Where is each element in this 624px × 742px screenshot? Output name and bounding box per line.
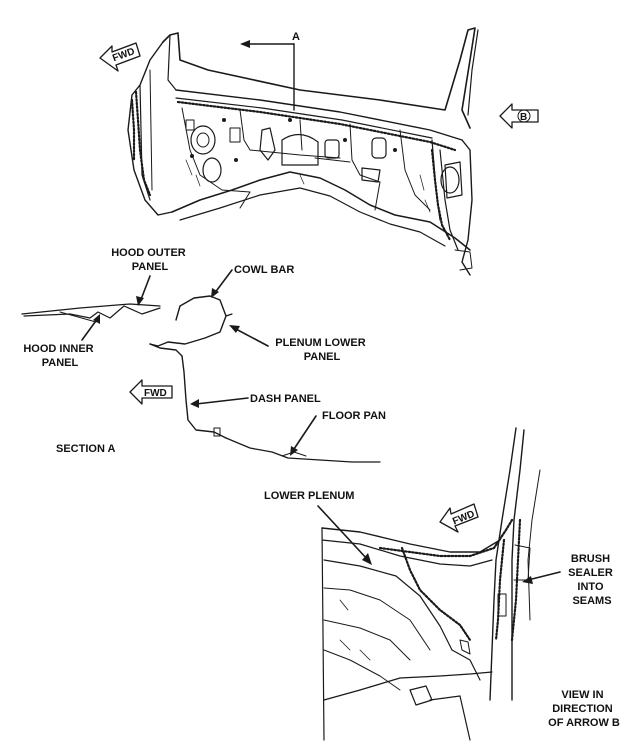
brush-sealer-leader — [522, 571, 561, 584]
section-a-arrow-label: A — [292, 31, 300, 43]
brush-sealer-label: BRUSH SEALER INTO SEAMS — [568, 553, 616, 607]
arrow-b-label: B — [520, 112, 527, 123]
fwd-arrow-section-label: FWD — [144, 388, 167, 399]
plenum-lower-panel-label: PLENUM LOWER PANEL — [275, 337, 369, 363]
section-a-profile — [21, 295, 381, 463]
view-direction-label: VIEW IN DIRECTION OF ARROW B — [548, 689, 620, 729]
section-a-leaders — [81, 269, 317, 456]
cowl-plenum-overview — [127, 27, 479, 276]
arrow-b-indicator: B — [499, 103, 539, 129]
cowl-bar-label: COWL BAR — [234, 264, 294, 276]
floor-pan-label: FLOOR PAN — [322, 410, 386, 422]
section-a-title: SECTION A — [56, 443, 116, 455]
fwd-arrow-top: FWD — [99, 42, 141, 72]
view-b-illustration — [321, 427, 541, 741]
hood-outer-panel-label: HOOD OUTER PANEL — [111, 247, 189, 273]
fwd-arrow-section: FWD — [129, 379, 173, 405]
fwd-arrow-view-b: FWD — [439, 503, 479, 533]
lower-plenum-label: LOWER PLENUM — [264, 490, 354, 502]
lower-plenum-leader — [317, 505, 372, 565]
hood-inner-panel-label: HOOD INNER PANEL — [23, 343, 96, 369]
fwd-arrow-view-b-label: FWD — [451, 509, 476, 528]
section-a-indicator: A — [240, 31, 300, 111]
dash-panel-label: DASH PANEL — [250, 393, 321, 405]
